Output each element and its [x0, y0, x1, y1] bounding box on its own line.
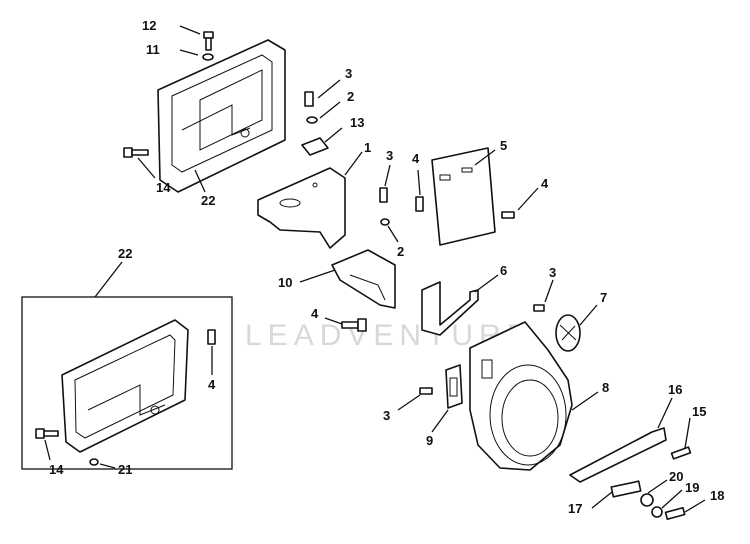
washer-21-icon: [89, 458, 99, 466]
callout-19: 19: [685, 480, 699, 495]
callout-7: 7: [600, 290, 607, 305]
part-bracket-6: [421, 281, 479, 336]
callout-3: 3: [383, 408, 390, 423]
callout-12: 12: [142, 18, 156, 33]
screw-3-bottom-icon: [419, 387, 433, 395]
part-intake-cover-inset: [61, 319, 189, 453]
bracket-13-icon: [301, 137, 329, 156]
callout-9: 9: [426, 433, 433, 448]
washer-2-top-icon: [306, 116, 318, 124]
part-plate-5: [431, 147, 496, 246]
part-intake-cover-top: [157, 39, 286, 193]
screw-15-icon: [670, 446, 692, 460]
callout-17: 17: [568, 501, 582, 516]
screw-3-right-icon: [533, 304, 545, 312]
callout-15: 15: [692, 404, 706, 419]
callout-14: 14: [49, 462, 64, 477]
part-baffle-10: [331, 249, 396, 309]
callout-4: 4: [412, 151, 420, 166]
screw-12-icon: [203, 31, 214, 51]
callout-6: 6: [500, 263, 507, 278]
callout-16: 16: [668, 382, 682, 397]
callout-1: 1: [364, 140, 371, 155]
callout-13: 13: [350, 115, 364, 130]
screw-3-top-icon: [304, 91, 314, 107]
callout-18: 18: [710, 488, 724, 503]
callout-labels: 12 11 3 2 13 1 3 4 5 4 14 22 2 22 10 6 3…: [49, 18, 724, 516]
plate-17-icon: [610, 480, 642, 498]
callout-10: 10: [278, 275, 292, 290]
screw-18-icon: [664, 506, 686, 520]
callout-22: 22: [201, 193, 215, 208]
washer-20-icon: [640, 493, 654, 507]
screw-14-top-icon: [123, 147, 149, 158]
part-gasket-9: [445, 364, 463, 409]
part-disc-7: [555, 314, 581, 352]
callout-20: 20: [669, 469, 683, 484]
callout-3: 3: [386, 148, 393, 163]
callout-3: 3: [345, 66, 352, 81]
washer-11-icon: [202, 53, 214, 61]
callout-2: 2: [397, 244, 404, 259]
screw-14-inset-icon: [35, 428, 59, 439]
leader-lines: [44, 25, 706, 513]
screw-4-plate-right-icon: [501, 211, 515, 219]
washer-2-mid-icon: [380, 218, 390, 226]
part-shroud-1: [257, 167, 346, 249]
callout-4: 4: [208, 377, 216, 392]
part-bracket-16: [569, 427, 667, 483]
callout-21: 21: [118, 462, 132, 477]
screw-4-mid-icon: [341, 318, 367, 332]
callout-22: 22: [118, 246, 132, 261]
inset-box: [21, 296, 233, 470]
callout-4: 4: [311, 306, 319, 321]
screw-4-inset-icon: [207, 329, 216, 345]
screw-3-mid-icon: [379, 187, 388, 203]
washer-19-icon: [651, 506, 663, 518]
callout-14: 14: [156, 180, 171, 195]
callout-8: 8: [602, 380, 609, 395]
callout-3: 3: [549, 265, 556, 280]
callout-4: 4: [541, 176, 549, 191]
screw-4-plate-left-icon: [415, 196, 424, 212]
part-blower-housing-8: [469, 321, 573, 471]
callout-5: 5: [500, 138, 507, 153]
callout-11: 11: [146, 42, 160, 57]
callout-2: 2: [347, 89, 354, 104]
